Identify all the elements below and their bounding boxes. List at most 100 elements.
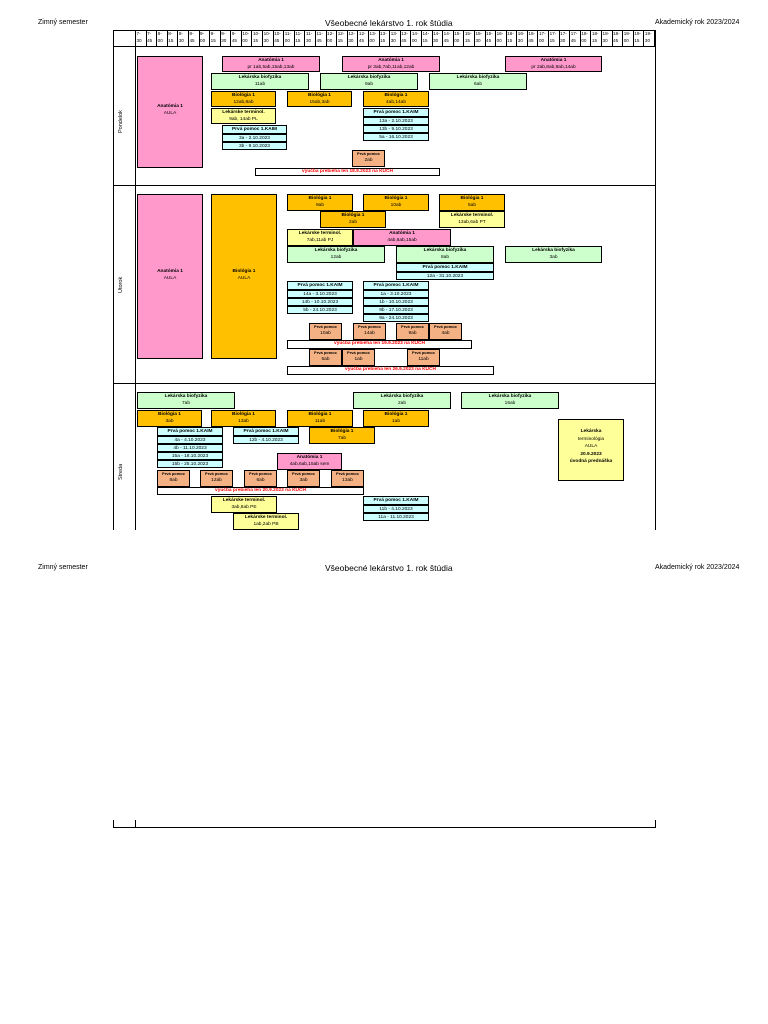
schedule-block[interactable]: 14a - 3.10.2023 <box>287 290 353 298</box>
schedule-block[interactable]: Prvá pomoc 1.KAIM <box>233 427 299 436</box>
block-title: Biológia 1 <box>384 412 408 417</box>
block-detail: 13ab <box>342 477 353 483</box>
schedule-block[interactable]: Lekárske terminol. 13ab,6ab PT <box>439 211 505 228</box>
block-title: Prvá pomoc <box>412 350 435 355</box>
time-slot: 15-00 <box>454 30 465 46</box>
time-slot: 9-30 <box>221 30 232 46</box>
schedule-block[interactable]: 12a - 31.10.2023 <box>396 272 494 280</box>
schedule-block[interactable]: Prvá pomoc 1.KAIM <box>222 125 287 134</box>
block-title: Biológia 1 <box>308 412 332 417</box>
block-detail: 13ab,6ab PT <box>458 220 486 225</box>
schedule-block[interactable]: 14b - 10.10.2023 <box>287 298 353 306</box>
block-detail: 4a - 4.10.2023 <box>174 438 206 443</box>
schedule-block[interactable]: 4b - 11.10.2023 <box>157 444 223 452</box>
schedule-block[interactable]: 12b - 4.10.2023 <box>233 436 299 444</box>
block-title: Prvá pomoc <box>249 471 272 476</box>
schedule-block[interactable]: 15b - 25.10.2023 <box>157 460 223 468</box>
block-detail: 8ab <box>169 477 178 483</box>
block-detail: 4b - 11.10.2023 <box>173 446 207 451</box>
schedule-block[interactable]: Prvá pomoc 1.KAIM <box>157 427 223 436</box>
block-title: Biológia 1 <box>232 412 255 417</box>
time-slot: 12-30 <box>348 30 359 46</box>
time-slot: 17-15 <box>549 30 560 46</box>
schedule-block[interactable]: 13a - 2.10.2023 <box>363 117 429 125</box>
schedule-block[interactable]: 13b - 9.10.2023 <box>363 125 429 133</box>
time-slot: 8-45 <box>189 30 200 46</box>
schedule-block[interactable]: 3a - 2.10.2023 <box>222 134 287 142</box>
schedule-block[interactable]: Lekárske terminol.1ab,2ab PB <box>233 513 299 530</box>
block-detail: 11ab <box>418 356 429 362</box>
schedule-block[interactable]: 5a - 16.10.2023 <box>363 133 429 141</box>
schedule-block[interactable]: 1b - 10.10.2023 <box>363 298 429 306</box>
block-title: Lekárske terminol. <box>450 213 494 218</box>
schedule-block[interactable]: 11a - 11.10.2023 <box>363 513 429 521</box>
schedule-block[interactable]: Lekárske terminol.3ab,8ab PE <box>211 496 277 513</box>
schedule-block[interactable]: 11b - 4.10.2023 <box>363 505 429 513</box>
page-title-2: Všeobecné lekárstvo 1. rok štúdia <box>325 563 453 573</box>
block-title: Biológia 1 <box>308 93 331 98</box>
schedule-block[interactable]: Prvá pomoc 1.KAIM <box>396 263 494 272</box>
schedule-block[interactable]: Prvá pomoc 1.KAIM <box>363 496 429 505</box>
schedule-block[interactable]: Prvá pomoc 1.KAIM <box>363 108 429 117</box>
schedule-block[interactable]: Lekárske terminol.7ab,11ab PJ <box>287 229 353 246</box>
schedule-block[interactable]: Prvá pomoc 1.KAIM <box>287 281 353 290</box>
day-label-tuesday: Utorok <box>118 276 124 293</box>
schedule-block[interactable]: 3b - 9.10.2023 <box>222 142 287 150</box>
schedule-block[interactable]: 5b - 24.10.2023 <box>287 306 353 314</box>
schedule-block[interactable]: Lekárske terminol.9ab, 14ab PL <box>211 108 276 124</box>
schedule-block[interactable]: Prvá pomoc 1.KAIM <box>363 281 429 290</box>
block-title: Prvá pomoc <box>205 471 228 476</box>
schedule-block[interactable]: 15a - 18.10.2023 <box>157 452 223 460</box>
block-title: Prvá pomoc 1.KAIM <box>243 429 289 434</box>
block-detail: 6ab <box>473 82 482 87</box>
time-slot: 11-30 <box>305 30 317 46</box>
schedule-block[interactable]: 4a - 4.10.2023 <box>157 436 223 444</box>
schedule-block[interactable]: 9a - 24.10.2023 <box>363 314 429 322</box>
schedule-block[interactable]: 9b - 17.10.2023 <box>363 306 429 314</box>
schedule-block[interactable]: 1a - 3.10.2023 <box>363 290 429 298</box>
